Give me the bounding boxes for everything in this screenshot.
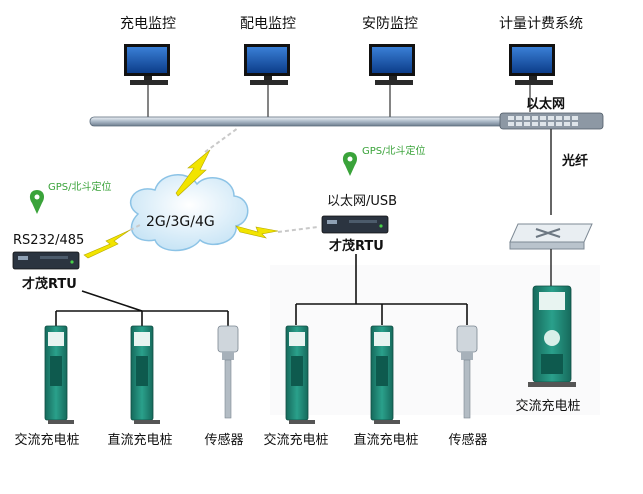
device-label-sensor-mid: 传感器 (448, 432, 487, 448)
router-icon (509, 223, 593, 250)
monitor-label-distribution: 配电监控 (240, 16, 296, 32)
fiber-label: 光纤 (561, 153, 588, 169)
ethernet-backbone (89, 112, 604, 130)
lightning-icon (235, 225, 319, 239)
rtu-mid-interface: 以太网/USB (327, 194, 397, 209)
gps-pin-icon (29, 190, 45, 214)
ethernet-label: 以太网 (526, 96, 565, 112)
sensor-icon (217, 325, 239, 419)
computer-security-icon (369, 44, 415, 85)
computer-charging-icon (124, 44, 170, 85)
device-labels: 交流充电桩 直流充电桩 传感器 交流充电桩 直流充电桩 传感器 交流充电桩 (14, 398, 580, 448)
ac-pile-icon (285, 325, 315, 424)
device-label-ac-left: 交流充电桩 (14, 432, 79, 448)
gps-pin-icon (342, 152, 358, 176)
device-label-dc-left: 直流充电桩 (107, 432, 172, 448)
device-label-sensor-left: 传感器 (204, 432, 243, 448)
wireless-label: 2G/3G/4G (146, 214, 215, 230)
computer-distribution-icon (244, 44, 290, 85)
lightning-icon (83, 223, 143, 259)
device-label-dc-mid: 直流充电桩 (353, 432, 418, 448)
device-label-ac-mid: 交流充电桩 (263, 432, 328, 448)
device-label-ac-right: 交流充电桩 (515, 398, 580, 414)
sensor-icon (456, 325, 478, 419)
ac-pile-large-icon (528, 285, 576, 387)
computer-billing-icon (509, 44, 555, 85)
wireless-cloud (129, 174, 249, 252)
rtu-left-device (12, 251, 80, 270)
monitor-label-charging: 充电监控 (120, 16, 176, 32)
lightning-icon (175, 127, 239, 197)
monitor-label-billing: 计量计费系统 (499, 16, 583, 32)
dc-pile-icon (130, 325, 160, 424)
rtu-left-name: 才茂RTU (22, 276, 77, 292)
rtu-mid-device (321, 215, 389, 234)
monitor-labels: 充电监控 配电监控 安防监控 计量计费系统 (120, 16, 583, 32)
gps-label-left: GPS/北斗定位 (48, 180, 112, 193)
ac-pile-icon (44, 325, 74, 424)
rtu-left-interface: RS232/485 (13, 233, 84, 248)
monitor-label-security: 安防监控 (362, 16, 418, 32)
gps-label-mid: GPS/北斗定位 (362, 144, 426, 157)
dc-pile-icon (370, 325, 400, 424)
rtu-mid-name: 才茂RTU (329, 238, 384, 254)
